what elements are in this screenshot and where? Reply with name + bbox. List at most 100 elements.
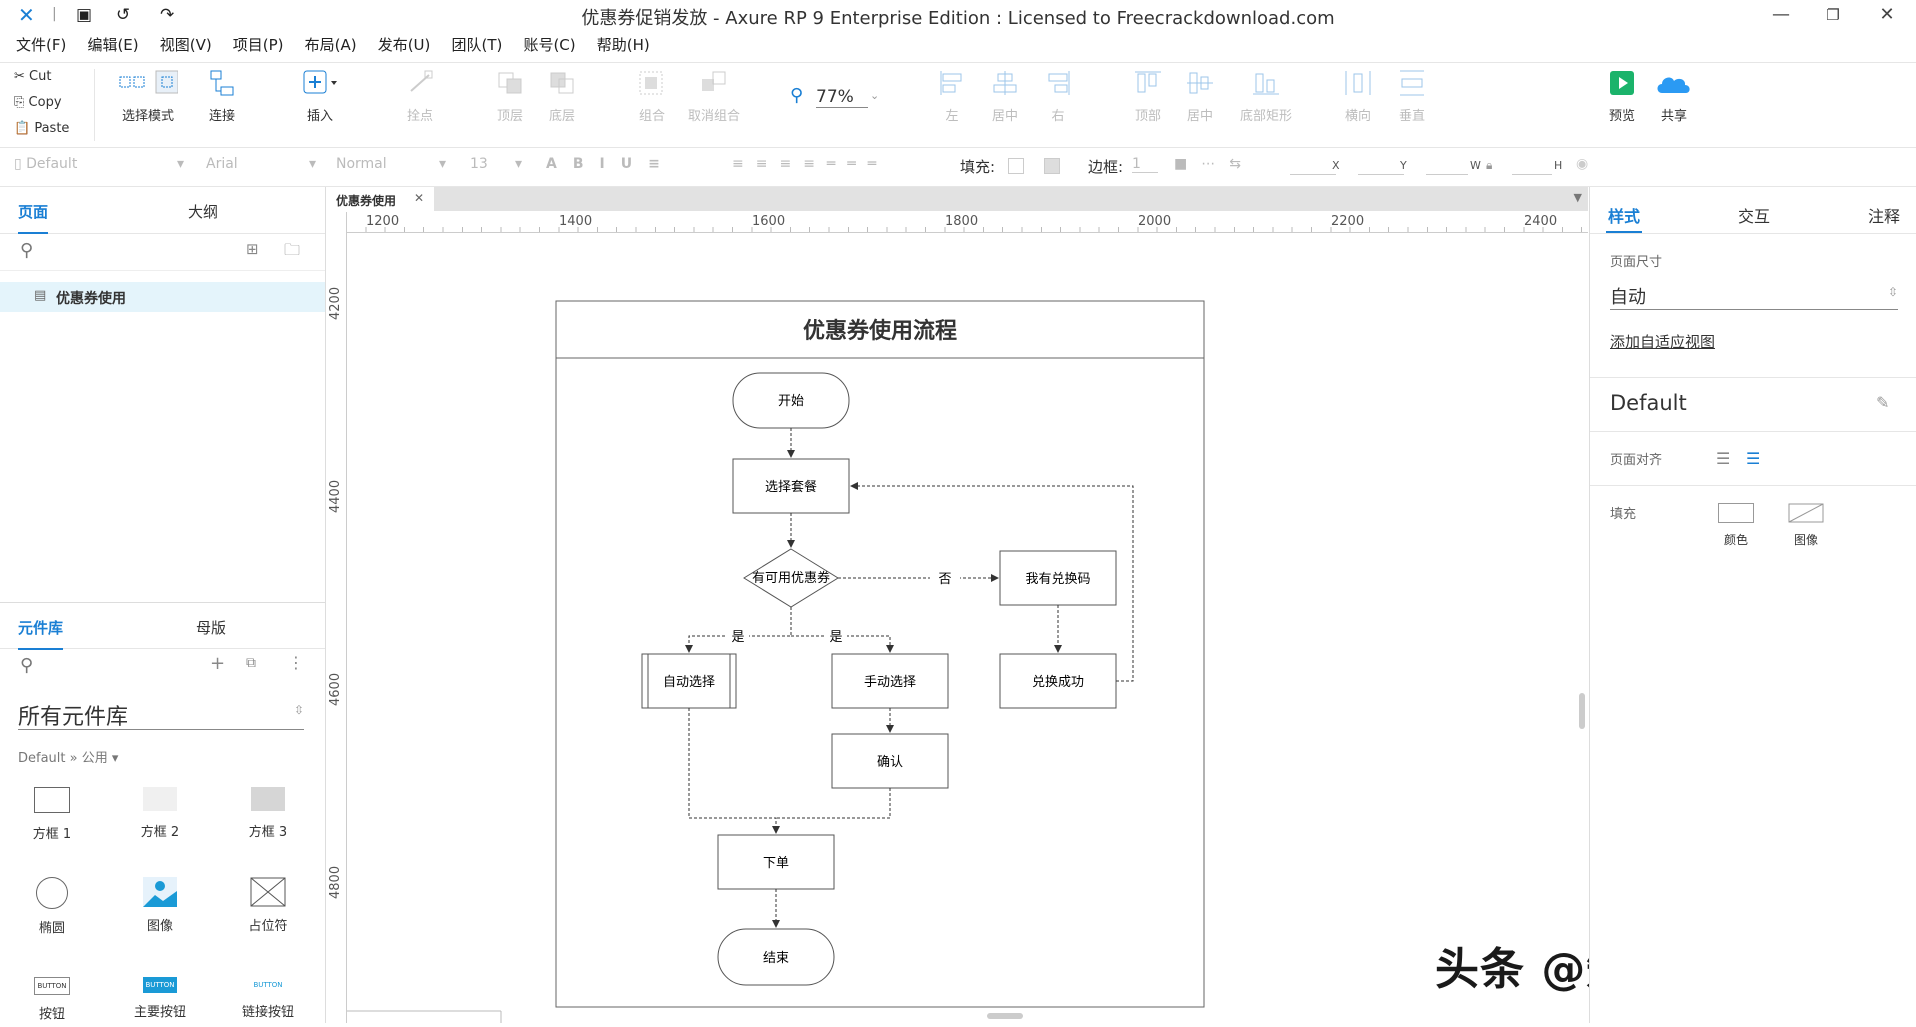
library-path[interactable]: Default » 公用 ▾ (18, 751, 119, 766)
share-button[interactable]: 共享 (1654, 69, 1694, 124)
align-middle-button[interactable]: 居中 (1180, 69, 1220, 124)
library-icon[interactable]: ⧉ (246, 655, 256, 671)
menu-publish[interactable]: 发布(U) (377, 36, 431, 54)
tab-library[interactable]: 元件库 (18, 619, 64, 650)
add-page-icon[interactable]: ⊞ (246, 240, 259, 258)
tab-pages[interactable]: 页面 (18, 203, 49, 234)
text-style-buttons[interactable]: ABIU≡ (546, 156, 676, 172)
close-icon[interactable]: ✕ (1879, 4, 1895, 25)
weight-select[interactable]: Normal▾ (336, 156, 446, 172)
fill-color-button[interactable]: 颜色 (1716, 503, 1756, 548)
paste-button[interactable]: 📋 Paste (14, 121, 69, 136)
folder-icon[interactable]: 🗀 (284, 240, 301, 259)
font-select[interactable]: Arial▾ (206, 156, 316, 172)
node-redeem-success[interactable] (999, 653, 1117, 709)
fill-image-button[interactable]: 图像 (1786, 503, 1826, 548)
align-bottom-button[interactable]: 底部矩形 (1236, 69, 1296, 124)
points-button[interactable]: 拴点 (400, 69, 440, 124)
preview-button[interactable]: 预览 (1602, 69, 1642, 124)
horizontal-scrollbar[interactable] (987, 1013, 1023, 1019)
minimize-icon[interactable]: — (1772, 4, 1790, 25)
menu-project[interactable]: 项目(P) (232, 36, 284, 54)
widget-image[interactable]: 图像 (120, 877, 200, 934)
node-confirm[interactable] (831, 733, 949, 789)
style-select[interactable]: ▯ Default▾ (14, 156, 184, 172)
widget-box-1[interactable]: 方框 1 (12, 787, 92, 842)
add-adaptive-view-link[interactable]: 添加自适应视图 (1610, 333, 1716, 351)
tab-menu-icon[interactable]: ▼ (1573, 191, 1582, 204)
h-input[interactable] (1512, 156, 1552, 175)
y-input[interactable] (1358, 156, 1404, 175)
menu-file[interactable]: 文件(F) (16, 36, 67, 54)
tab-outline[interactable]: 大纲 (188, 203, 219, 221)
fill-color-swatch[interactable] (1008, 158, 1024, 174)
zoom-select[interactable]: ⚲ 77% ⌄ (790, 85, 880, 111)
select-mode-button[interactable]: 选择模式 (118, 69, 178, 124)
page-size-select[interactable]: 自动 ⇳ (1610, 283, 1898, 310)
save-icon[interactable]: ▣ (76, 5, 93, 25)
more-icon[interactable]: ⋮ (288, 653, 304, 672)
design-canvas[interactable]: 优惠券使用流程 开始 选择套餐 有可用优惠券 我有兑换码 兑换成功 自动选择 手… (347, 233, 1855, 1023)
search-icon[interactable]: ⚲ (20, 240, 34, 261)
flow-title[interactable]: 优惠券使用流程 (803, 318, 957, 344)
widget-placeholder[interactable]: 占位符 (228, 877, 308, 934)
tab-interaction[interactable]: 交互 (1738, 207, 1771, 226)
border-width-input[interactable]: 1 (1132, 156, 1158, 173)
top-layer-button[interactable]: 顶层 (490, 69, 530, 124)
copy-button[interactable]: ⎘ Copy (14, 95, 62, 110)
insert-button[interactable]: 插入 (300, 69, 340, 124)
connect-button[interactable]: 连接 (202, 69, 242, 124)
menu-account[interactable]: 账号(C) (523, 36, 576, 54)
group-button[interactable]: 组合 (632, 69, 672, 124)
size-select[interactable]: 13▾ (470, 156, 522, 172)
visibility-icon[interactable]: ◉ (1576, 156, 1589, 172)
undo-icon[interactable]: ↺ (116, 5, 131, 25)
search-icon[interactable]: ⚲ (20, 655, 34, 676)
widget-ellipse[interactable]: 椭圆 (12, 877, 92, 936)
widget-primary-button[interactable]: BUTTON 主要按钮 (120, 977, 200, 1020)
distribute-horizontal-button[interactable]: 横向 (1338, 69, 1378, 124)
document-tab[interactable]: 优惠券使用 ✕ (326, 187, 434, 211)
tab-notes[interactable]: 注释 (1868, 207, 1901, 226)
widget-link-button[interactable]: BUTTON 链接按钮 (228, 977, 308, 1020)
tab-masters[interactable]: 母版 (196, 619, 227, 637)
node-has-code[interactable] (999, 550, 1117, 606)
close-tab-icon[interactable]: ✕ (414, 191, 425, 205)
cut-button[interactable]: ✂ Cut (14, 69, 51, 84)
bottom-layer-button[interactable]: 底层 (542, 69, 582, 124)
node-choose-package[interactable] (732, 458, 850, 514)
menu-edit[interactable]: 编辑(E) (87, 36, 139, 54)
widget-box-2[interactable]: 方框 2 (120, 787, 200, 840)
redo-icon[interactable]: ↷ (160, 5, 175, 25)
widget-button[interactable]: BUTTON 按钮 (12, 977, 92, 1022)
add-icon[interactable]: + (210, 653, 226, 674)
align-center-button[interactable]: 居中 (985, 69, 1025, 124)
tab-style[interactable]: 样式 (1608, 207, 1641, 226)
align-right-button[interactable]: 右 (1038, 69, 1078, 124)
distribute-vertical-button[interactable]: 垂直 (1392, 69, 1432, 124)
node-manual-select[interactable] (831, 653, 949, 709)
widget-box-3[interactable]: 方框 3 (228, 787, 308, 840)
node-end[interactable] (717, 928, 835, 986)
border-style-buttons[interactable]: ■⋯⇆ (1174, 156, 1255, 172)
ungroup-button[interactable]: 取消组合 (684, 69, 744, 124)
text-align-buttons[interactable]: ≡≡≡≡═══ (732, 156, 889, 172)
edit-style-icon[interactable]: ✎ (1876, 393, 1890, 412)
menu-team[interactable]: 团队(T) (451, 36, 503, 54)
align-top-button[interactable]: 顶部 (1128, 69, 1168, 124)
w-input[interactable] (1426, 156, 1468, 175)
lock-icon[interactable]: 🔒︎ (1486, 158, 1493, 172)
page-item[interactable]: ▤ 优惠券使用 (0, 282, 325, 312)
menu-help[interactable]: 帮助(H) (596, 36, 650, 54)
shadow-swatch[interactable] (1044, 158, 1060, 174)
menu-layout[interactable]: 布局(A) (304, 36, 357, 54)
menu-view[interactable]: 视图(V) (159, 36, 212, 54)
align-center-icon[interactable]: ☰ (1746, 449, 1761, 468)
library-select[interactable]: 所有元件库 ⇳ (18, 699, 304, 730)
align-left-icon[interactable]: ☰ (1716, 449, 1731, 468)
node-auto-select[interactable] (641, 653, 737, 709)
align-left-button[interactable]: 左 (932, 69, 972, 124)
vertical-scrollbar[interactable] (1579, 693, 1585, 729)
restore-icon[interactable]: ❐ (1826, 6, 1840, 24)
x-input[interactable] (1290, 156, 1336, 175)
